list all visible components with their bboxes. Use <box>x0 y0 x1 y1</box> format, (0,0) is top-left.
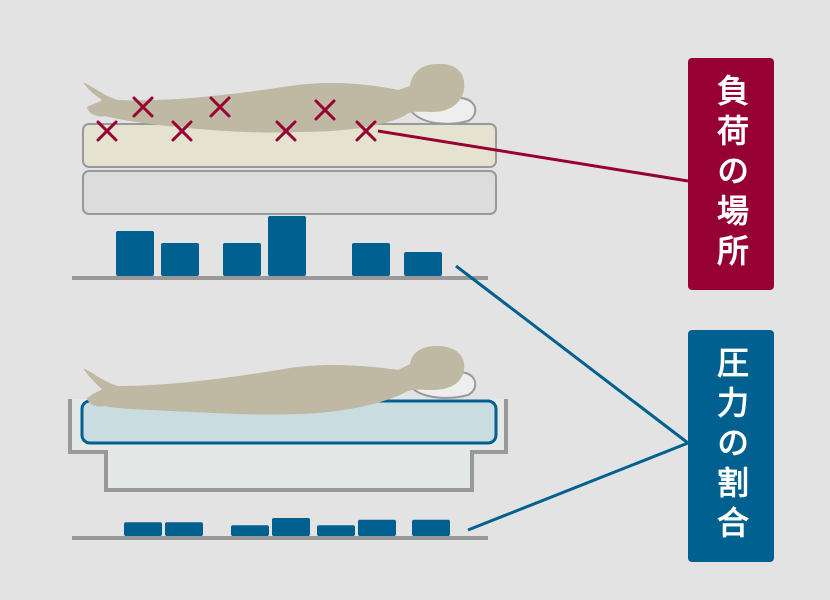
pressure-bar <box>268 216 306 276</box>
load-connector-line <box>377 129 689 183</box>
cross-mark-icon <box>171 120 193 142</box>
cross-mark-icon <box>314 99 336 121</box>
pressure-bars-conventional <box>116 216 442 276</box>
pressure-bar <box>412 519 450 536</box>
pressure-bar <box>223 243 261 276</box>
conventional-mattress-scene <box>72 63 689 280</box>
cross-mark-icon <box>96 120 118 142</box>
pressure-bar <box>161 243 199 276</box>
water-mattress-scene <box>68 346 508 540</box>
load-markers <box>96 96 377 142</box>
pressure-bar <box>404 252 442 276</box>
pressure-bar <box>231 525 269 536</box>
pressure-bar <box>165 522 203 536</box>
pressure-connector-bottom <box>467 441 689 532</box>
lying-person-bottom <box>83 346 465 415</box>
pressure-bar <box>352 243 390 276</box>
pressure-bar <box>116 231 154 276</box>
pressure-bar <box>124 522 162 536</box>
mattress-lower-layer <box>82 170 497 215</box>
load-location-label: 負荷の場所 <box>688 58 774 290</box>
cross-mark-icon <box>209 96 231 118</box>
pressure-connector-top <box>455 264 689 445</box>
pressure-bars-water <box>124 518 450 536</box>
pressure-bar <box>358 519 396 536</box>
pressure-connector-lines <box>455 264 689 532</box>
lying-person-top <box>83 63 465 133</box>
cross-mark-icon <box>275 120 297 142</box>
pressure-ratio-label: 圧力の割合 <box>688 330 774 562</box>
cross-mark-icon <box>355 120 377 142</box>
pressure-bar <box>272 518 310 536</box>
cross-mark-icon <box>132 96 154 118</box>
pressure-ratio-text: 圧力の割合 <box>712 346 750 546</box>
pressure-bar <box>317 525 355 536</box>
load-location-text: 負荷の場所 <box>712 74 750 274</box>
